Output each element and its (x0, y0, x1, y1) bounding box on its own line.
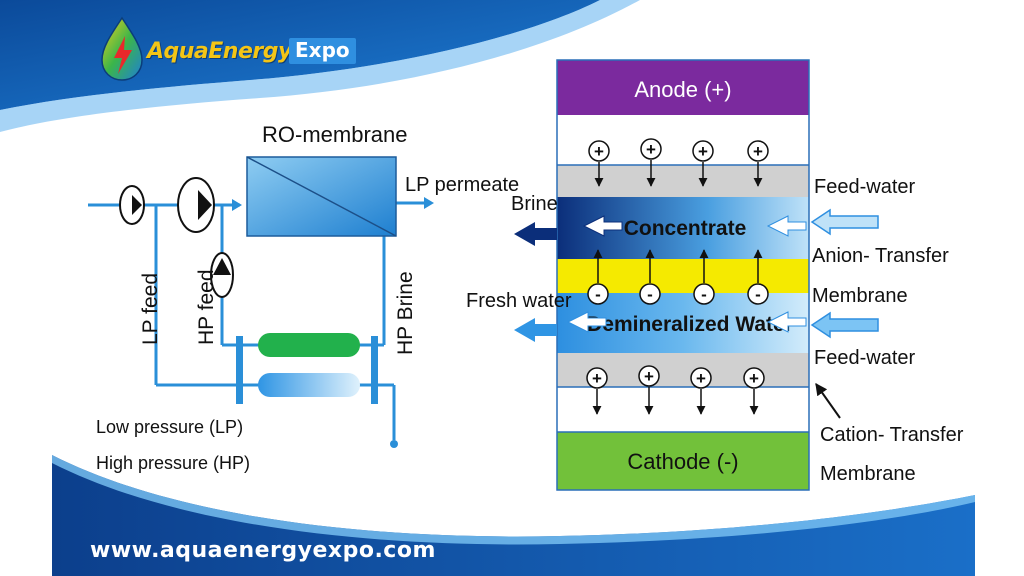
anion-sign: - (595, 285, 601, 304)
cation-sign: + (698, 142, 708, 161)
cation-ion: + (690, 367, 712, 415)
demin-flow-arrow-left (566, 311, 607, 333)
brand-logo[interactable]: AquaEnergy Expo (92, 14, 356, 84)
permeate-arrow (424, 197, 434, 209)
hp-pump (177, 177, 215, 233)
brand-name: AquaEnergy (147, 39, 292, 64)
pressure-exchanger (236, 333, 378, 404)
cations-bottom: + + + + (586, 365, 765, 415)
hp-brine-label: HP Brine (394, 271, 417, 355)
anion-sign: - (755, 285, 761, 304)
hp-feed-label: HP feed (195, 270, 218, 346)
fresh-water-outlet-arrow (514, 318, 557, 342)
lp-feed-label: LP feed (139, 273, 162, 345)
cation-sign: + (646, 140, 656, 159)
anion-ion: - (693, 249, 715, 305)
ro-membrane-unit (246, 156, 397, 237)
cation-ion: + (692, 140, 714, 187)
demin-flow-arrow-right (766, 311, 807, 333)
lp-permeate-label: LP permeate (405, 174, 519, 196)
concentrate-flow-arrow-left (582, 215, 623, 237)
concentrate-label: Concentrate (624, 217, 747, 240)
cation-sign: + (594, 142, 604, 161)
anion-ion: - (639, 249, 661, 305)
cation-ion: + (588, 140, 610, 187)
cathode-compartment (557, 387, 809, 432)
cation-membrane-label-line1: Cation- Transfer (820, 424, 964, 446)
cation-membrane-label-line2: Membrane (820, 463, 916, 485)
demineralized-label: Demineralized Water (587, 313, 793, 336)
water-drop-icon (101, 16, 143, 81)
cation-ion: + (586, 367, 608, 415)
footer-wave-light (52, 455, 975, 545)
cation-ion: + (747, 140, 769, 187)
feed-inlet-arrow-top (810, 208, 879, 236)
cation-ion: + (640, 138, 662, 187)
anode (557, 60, 809, 115)
cation-sign: + (644, 367, 654, 386)
anion-sign: - (701, 285, 707, 304)
concentrate-flow-arrow-right (766, 215, 807, 237)
ed-cell (556, 59, 810, 491)
brand-sub: Expo (289, 38, 356, 64)
cation-ion: + (743, 367, 765, 415)
pressure-vessel-green (258, 333, 360, 357)
anions: - - - - (587, 249, 769, 305)
brine-label: Brine (511, 193, 558, 215)
feed-water-label-bottom: Feed-water (814, 347, 915, 369)
feed-arrow (232, 199, 242, 211)
cathode (557, 432, 809, 490)
anion-ion: - (747, 249, 769, 305)
cation-sign: + (749, 369, 759, 388)
anion-membrane-label-line2: Membrane (812, 285, 908, 307)
feed-inlet-arrow-bottom (810, 311, 879, 339)
anion-membrane-label-line1: Anion- Transfer (812, 245, 949, 267)
footer-wave (52, 455, 975, 576)
fresh-water-label: Fresh water (466, 290, 572, 312)
pressure-vessel-blue (258, 373, 360, 397)
anion-sign: - (647, 285, 653, 304)
drain-point (390, 440, 398, 448)
ro-schematic (88, 201, 425, 440)
cation-membrane-top (557, 165, 809, 197)
ro-membrane-label: RO-membrane (262, 122, 407, 147)
cathode-label: Cathode (-) (627, 449, 738, 474)
cations-top: + + + + (588, 138, 769, 187)
legend-high-pressure: High pressure (HP) (96, 453, 250, 473)
cation-membrane-pointer (815, 383, 841, 419)
lp-pump (119, 185, 145, 225)
anode-label: Anode (+) (634, 77, 731, 102)
cation-ion: + (638, 365, 660, 415)
cation-sign: + (753, 142, 763, 161)
brine-outlet-arrow (514, 222, 557, 246)
recirculation-pump (210, 252, 234, 298)
footer-url[interactable]: www.aquaenergyexpo.com (90, 538, 436, 563)
cation-sign: + (592, 369, 602, 388)
legend-low-pressure: Low pressure (LP) (96, 417, 243, 437)
cation-sign: + (696, 369, 706, 388)
anion-ion: - (587, 249, 609, 305)
header-swoosh-light (0, 0, 640, 132)
feed-water-label-top: Feed-water (814, 176, 915, 198)
